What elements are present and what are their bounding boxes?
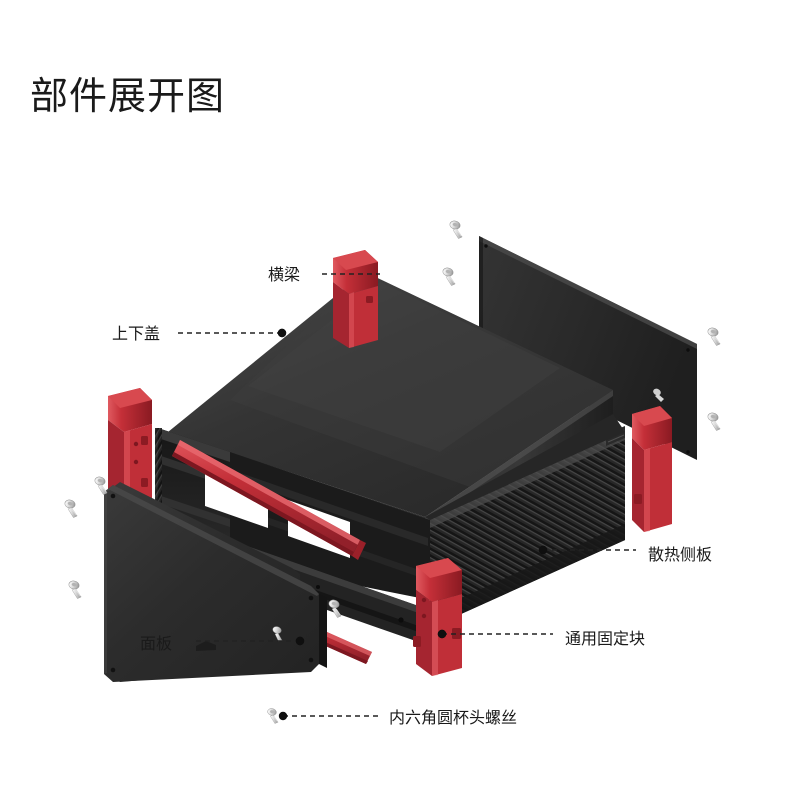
leader-dot-heatsink-side-plate xyxy=(538,545,548,555)
callout-label-crossbeam: 横梁 xyxy=(268,267,301,284)
fixing-block-front-right xyxy=(413,558,462,676)
leader-dot-hex-socket-cup-head-screw xyxy=(278,711,288,721)
callout-label-top-bottom-cover: 上下盖 xyxy=(112,326,161,343)
callout-label-front-panel: 面板 xyxy=(140,636,173,653)
callout-leader-lines xyxy=(178,273,636,721)
callout-label-universal-fixing-block: 通用固定块 xyxy=(565,631,646,648)
page-title: 部件展开图 xyxy=(30,76,226,118)
callout-label-hex-socket-cup-head-screw: 内六角圆杯头螺丝 xyxy=(389,710,518,727)
fixing-block-rear-right xyxy=(632,406,672,532)
callout-label-heatsink-side-plate: 散热侧板 xyxy=(648,547,713,564)
leader-dot-universal-fixing-block xyxy=(437,629,447,639)
fixing-block-rear-left xyxy=(333,250,378,348)
front-panel-part xyxy=(104,482,327,682)
crossbeam-rail-part xyxy=(172,440,366,560)
leader-dot-top-bottom-cover xyxy=(277,328,287,338)
leader-dot-front-panel xyxy=(295,636,305,646)
